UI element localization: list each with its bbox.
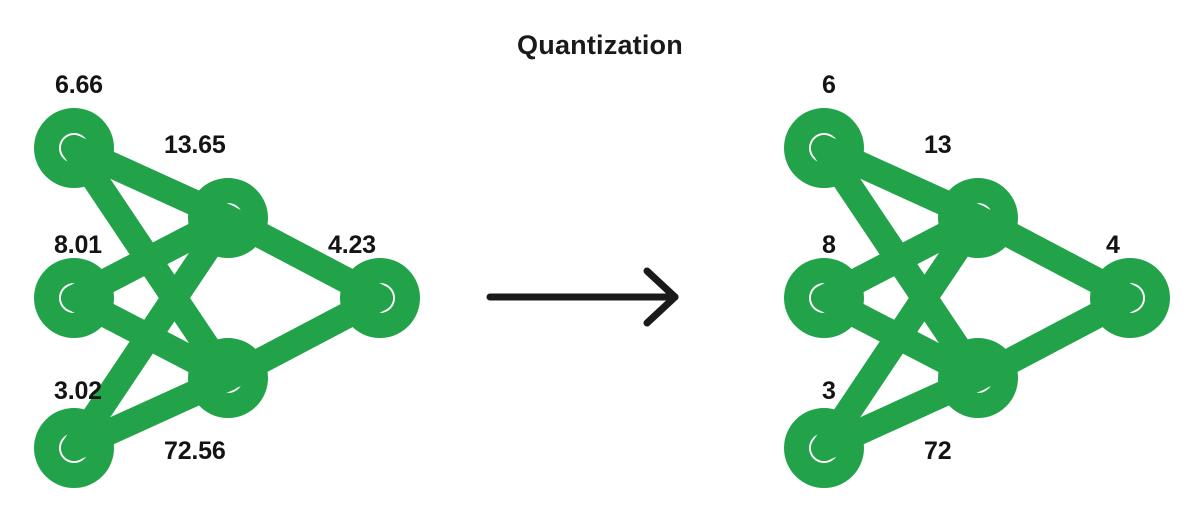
node-input-in0[interactable]	[784, 108, 864, 188]
weight-label-3: 3	[822, 377, 836, 405]
weight-label-4: 4	[1106, 231, 1120, 259]
weight-label-6: 6	[822, 71, 836, 99]
node-output-out[interactable]	[340, 258, 420, 338]
weight-label-13: 13	[924, 131, 952, 159]
weight-label-6-66: 6.66	[55, 71, 103, 99]
node-input-in1[interactable]	[784, 258, 864, 338]
weight-label-13-65: 13.65	[164, 131, 226, 159]
float-network-nodes	[34, 108, 420, 488]
arrow-layer	[486, 267, 679, 327]
node-hidden-h1[interactable]	[938, 338, 1018, 418]
weight-label-72-56: 72.56	[164, 437, 226, 465]
float-network	[34, 108, 420, 488]
node-input-in2[interactable]	[34, 408, 114, 488]
edge-in2-h0	[811, 205, 991, 461]
networks-layer	[34, 108, 1170, 488]
node-input-in0[interactable]	[34, 108, 114, 188]
weight-label-72: 72	[924, 437, 952, 465]
arrow-head-icon	[643, 267, 679, 327]
node-hidden-h0[interactable]	[188, 178, 268, 258]
node-output-out[interactable]	[1090, 258, 1170, 338]
weight-label-8: 8	[822, 231, 836, 259]
node-input-in2[interactable]	[784, 408, 864, 488]
node-input-in1[interactable]	[34, 258, 114, 338]
quantized-network	[784, 108, 1170, 488]
node-hidden-h1[interactable]	[188, 338, 268, 418]
weight-label-8-01: 8.01	[54, 231, 102, 259]
weight-label-4-23: 4.23	[328, 231, 376, 259]
weight-label-3-02: 3.02	[54, 377, 102, 405]
node-hidden-h0[interactable]	[938, 178, 1018, 258]
page-title: Quantization	[517, 30, 683, 60]
quantized-network-nodes	[784, 108, 1170, 488]
edge-in2-h0	[61, 205, 241, 461]
